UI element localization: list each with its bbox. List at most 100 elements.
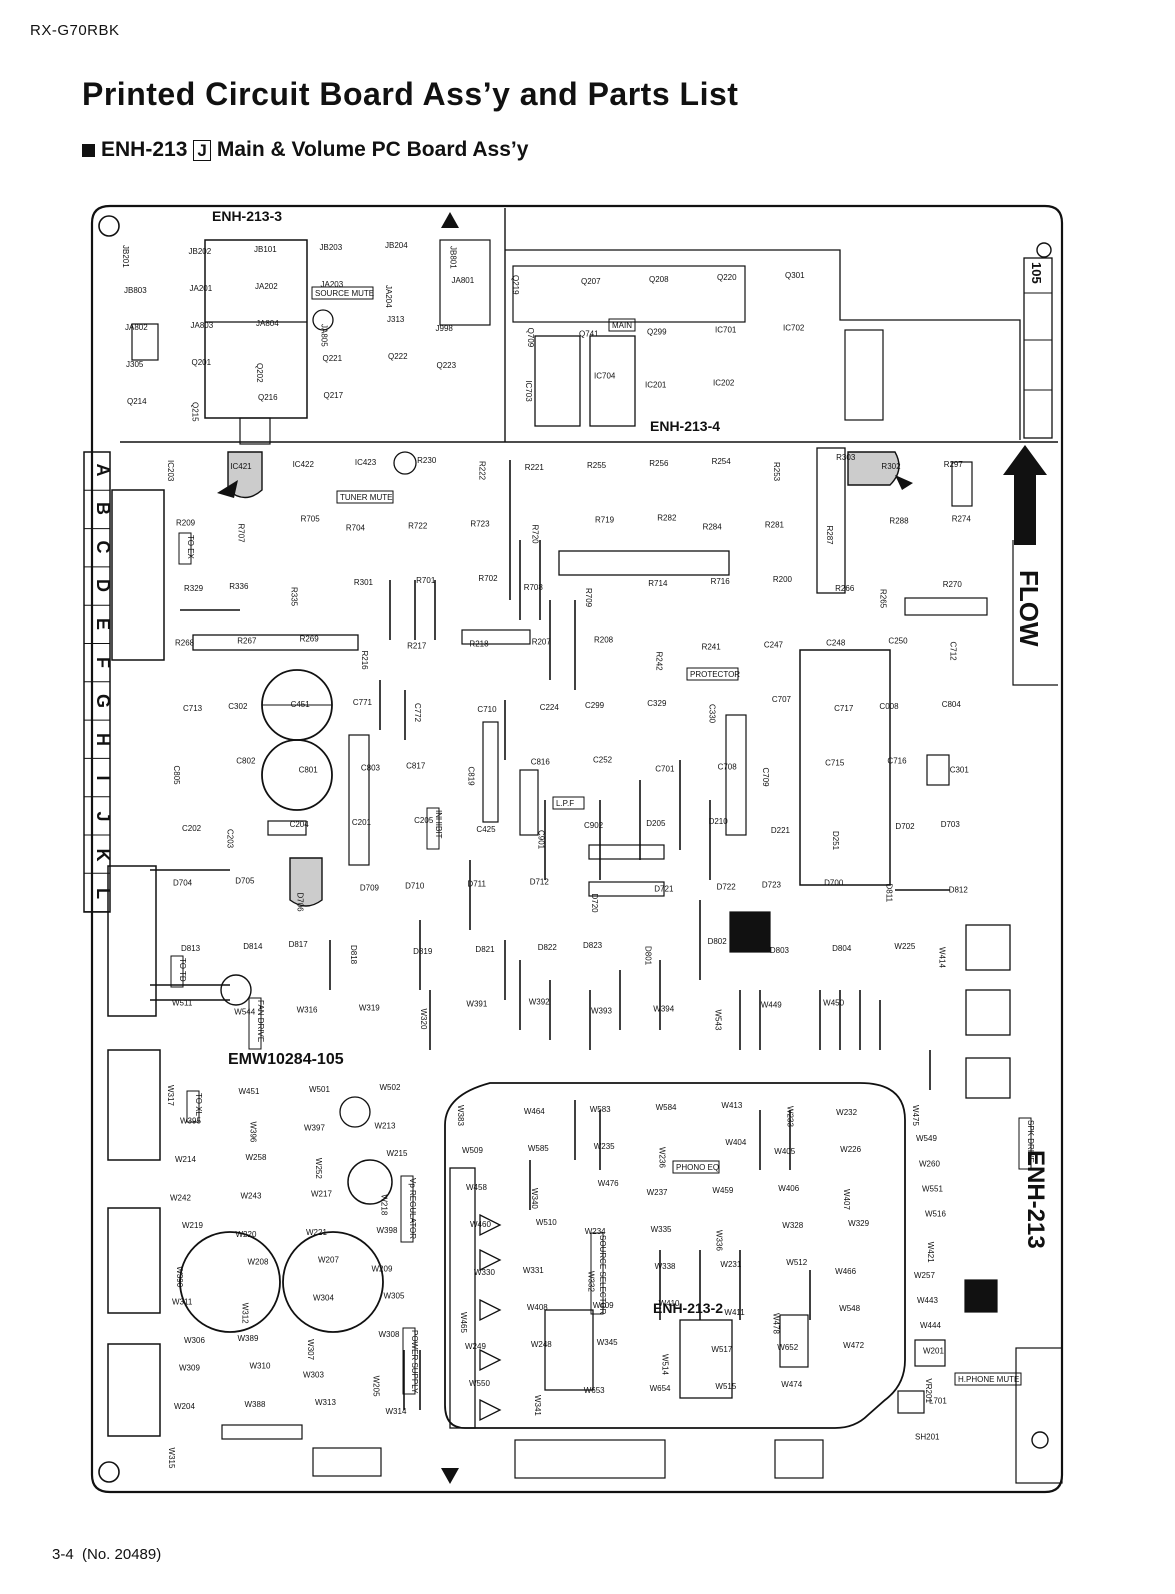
component-label: W235 (594, 1142, 615, 1151)
component-label: R707 (236, 524, 245, 544)
component-label: W215 (387, 1149, 408, 1158)
component-label: W464 (524, 1107, 545, 1116)
component-label: R723 (470, 520, 490, 529)
component-label: R253 (772, 462, 781, 482)
component-label: W450 (823, 999, 844, 1008)
component-label: C712 (949, 642, 958, 662)
row-letter-h: H (93, 733, 113, 746)
component-label: C710 (477, 705, 497, 714)
component-label: D704 (173, 879, 193, 888)
component-label: R702 (478, 574, 498, 583)
component-label: Q207 (581, 277, 601, 286)
component-label: D221 (771, 826, 791, 835)
component-label: C902 (584, 821, 604, 830)
component-label: W311 (172, 1298, 193, 1307)
component-label: C425 (476, 825, 496, 834)
component-label: C301 (950, 766, 970, 775)
model-number: RX-G70RBK (30, 22, 120, 39)
component-label: W218 (380, 1194, 389, 1215)
component-label: J305 (126, 360, 144, 369)
component-label: W397 (304, 1123, 325, 1132)
component-label: C805 (172, 766, 181, 786)
component-label: W242 (170, 1193, 191, 1202)
component-label: R242 (654, 652, 663, 672)
component-label: D251 (831, 831, 840, 851)
component-label: W335 (651, 1225, 672, 1234)
component-label: C202 (182, 824, 202, 833)
component-label: R329 (184, 584, 204, 593)
component-label: Q299 (647, 328, 667, 337)
sub-board-label: ENH-213-3 (212, 208, 282, 224)
component-label: D812 (949, 886, 969, 895)
component-label: R288 (889, 517, 909, 526)
function-label-box: PROTECTOR (690, 670, 740, 679)
component-label: C771 (353, 698, 373, 707)
component-label: R256 (649, 459, 669, 468)
component-label: R281 (765, 521, 785, 530)
component-label: D723 (762, 881, 782, 890)
component-label: D210 (709, 817, 729, 826)
component-label: R218 (469, 640, 489, 649)
component-label: W394 (653, 1005, 674, 1014)
component-label: W392 (529, 998, 550, 1007)
component-label: W225 (894, 942, 915, 951)
component-label: W309 (179, 1364, 200, 1373)
component-label: W406 (778, 1184, 799, 1193)
component-label: Q301 (785, 271, 805, 280)
component-label: W408 (527, 1303, 548, 1312)
component-label: D813 (181, 944, 201, 953)
component-label: JA201 (190, 284, 213, 293)
component-label: R209 (176, 519, 196, 528)
component-label: W314 (386, 1407, 407, 1416)
function-label-box: PHONO EQ (676, 1163, 719, 1172)
component-label: W474 (781, 1380, 802, 1389)
component-label: R704 (346, 524, 366, 533)
component-label: D705 (235, 877, 255, 886)
component-label: R265 (878, 589, 887, 609)
component-label: R284 (703, 523, 723, 532)
component-label: C707 (772, 695, 792, 704)
component-label: R222 (477, 461, 486, 481)
row-letter-d: D (93, 579, 113, 592)
component-label: W243 (241, 1191, 262, 1200)
component-label: Q221 (323, 354, 343, 363)
mounting-hole (1031, 1431, 1049, 1449)
component-label: Q217 (324, 391, 344, 400)
component-label: W451 (239, 1087, 260, 1096)
component-label: W511 (172, 999, 193, 1008)
component-label: W260 (919, 1159, 940, 1168)
component-label: W226 (840, 1145, 861, 1154)
component-label: W516 (925, 1210, 946, 1219)
component-label: R267 (237, 637, 257, 646)
component-label: C717 (834, 704, 854, 713)
component-label: D205 (646, 819, 666, 828)
component-label: W220 (236, 1230, 257, 1239)
component-label: W409 (593, 1301, 614, 1310)
board-outline (90, 204, 1064, 1494)
component-label: J998 (436, 324, 454, 333)
component-label: R287 (825, 526, 834, 546)
component-label: R335 (290, 587, 299, 607)
component-label: D722 (717, 883, 737, 892)
component-label: R274 (952, 515, 972, 524)
subtitle-boxed-letter: J (193, 139, 211, 161)
component-label: D700 (824, 879, 844, 888)
component-label: W584 (656, 1103, 677, 1112)
component-label: Q216 (258, 393, 278, 402)
row-letter-j: J (93, 811, 113, 821)
component-label: W317 (166, 1085, 175, 1106)
component-label: C248 (826, 639, 846, 648)
component-label: W383 (456, 1105, 465, 1126)
component-label: JA801 (452, 276, 475, 285)
component-label: W209 (372, 1264, 393, 1273)
sub-board-label: ENH-213-2 (653, 1300, 723, 1316)
component-label: JA804 (256, 319, 279, 328)
component-label: W654 (650, 1384, 671, 1393)
component-label: W476 (598, 1179, 619, 1188)
component-label: C247 (764, 641, 784, 650)
component-label: D709 (360, 884, 380, 893)
function-label-box: MAIN (612, 321, 632, 330)
row-letter-f: F (93, 657, 113, 668)
component-label: JB204 (385, 241, 408, 250)
component-label: JB803 (124, 286, 147, 295)
